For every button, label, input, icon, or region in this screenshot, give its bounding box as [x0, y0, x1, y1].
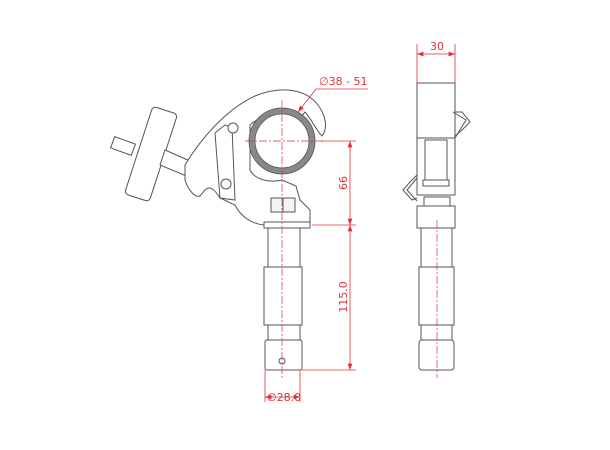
tube-diameter-label: ∅38 - 51: [319, 75, 368, 88]
clamp-body: [184, 89, 326, 226]
width-dimension: [416, 44, 456, 83]
side-view: [402, 82, 471, 371]
dimension-lines: [264, 88, 368, 402]
pin-diameter-label: ∅28.0: [267, 391, 301, 404]
width-label: 30: [430, 40, 444, 53]
height-label: 66: [337, 176, 350, 190]
pin-length-label: 115.0: [337, 281, 350, 313]
spigot-pin: [263, 221, 311, 371]
